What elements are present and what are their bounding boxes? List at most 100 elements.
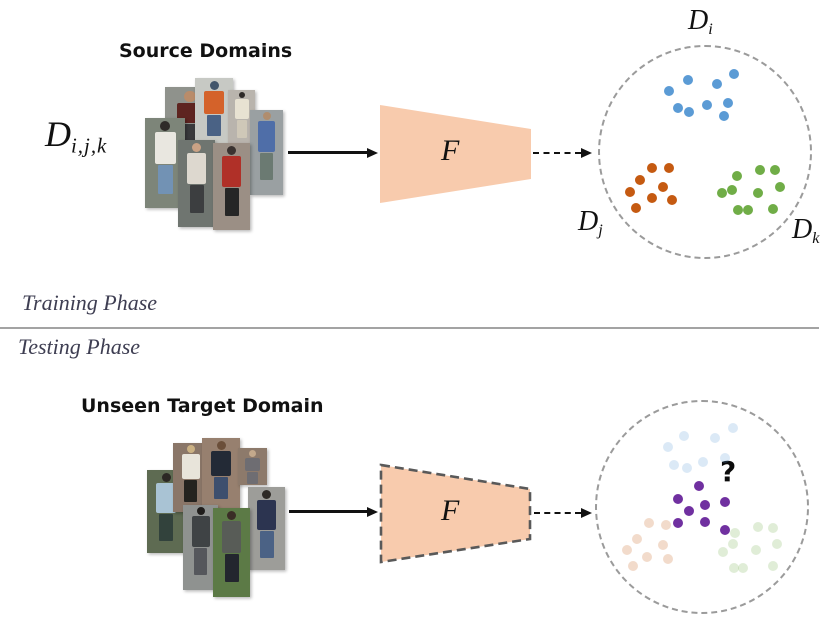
- target-faded-cluster-domain-i-dot: [682, 463, 692, 473]
- training-phase-label: Training Phase: [22, 290, 158, 315]
- person-head-shape: [192, 142, 201, 152]
- person-legs-shape: [157, 164, 173, 194]
- arrow-shaft: [288, 151, 367, 154]
- pedestrian-photo-cyclist-tank-top: [178, 140, 215, 227]
- pedestrian-photo-gray-puffer: [238, 448, 267, 485]
- target-faded-cluster-domain-i-dot: [720, 453, 730, 463]
- arrow-head-icon: [581, 147, 592, 158]
- source-cluster-domain-j-dot: [647, 193, 657, 203]
- source-cluster-domain-i-dot: [719, 111, 729, 121]
- encoder-label-training: F: [441, 134, 460, 167]
- encoder-trapezoid-solid: [380, 105, 531, 203]
- arrow-head-icon: [367, 147, 378, 158]
- target-faded-cluster-domain-j-dot: [628, 561, 638, 571]
- pedestrian-photo-cyclist-white-tee: [145, 118, 185, 208]
- target-faded-cluster-domain-i-dot: [669, 460, 679, 470]
- target-faded-cluster-domain-k-dot: [738, 563, 748, 573]
- target-faded-cluster-domain-i-dot: [698, 457, 708, 467]
- source-cluster-domain-i-dot: [723, 98, 733, 108]
- person-legs-shape: [260, 153, 273, 181]
- target-faded-cluster-domain-k-dot: [768, 523, 778, 533]
- source-dataset-label: Di,j,k: [45, 116, 107, 156]
- person-head-shape: [186, 445, 195, 454]
- target-embedding-arrow: [534, 507, 592, 518]
- source-cluster-domain-j-dot: [625, 187, 635, 197]
- person-torso-shape: [156, 482, 176, 513]
- unknown-domain-question-mark: ?: [720, 455, 737, 488]
- person-head-shape: [209, 80, 219, 90]
- person-legs-shape: [236, 119, 247, 138]
- target-faded-cluster-domain-i-dot: [679, 431, 689, 441]
- target-unknown-cluster-dot: [694, 481, 704, 491]
- target-faded-cluster-domain-k-dot: [729, 563, 739, 573]
- source-cluster-domain-i-dot: [664, 86, 674, 96]
- target-faded-cluster-domain-k-dot: [728, 539, 738, 549]
- source-domains-title: Source Domains: [119, 40, 293, 62]
- arrow-shaft-dashed: [534, 511, 581, 514]
- arrow-shaft-dashed: [533, 151, 581, 154]
- source-cluster-domain-j-dot: [667, 195, 677, 205]
- source-cluster-domain-i-dot: [683, 75, 693, 85]
- domain-i-label: Di: [688, 5, 714, 38]
- training-embedding-space-circle: [598, 45, 812, 259]
- domain-j-label: Dj: [578, 206, 604, 239]
- target-unknown-cluster-dot: [720, 497, 730, 507]
- source-cluster-domain-j-dot: [647, 163, 657, 173]
- target-input-arrow: [289, 506, 378, 517]
- target-faded-cluster-domain-k-dot: [718, 547, 728, 557]
- unseen-target-domain-title: Unseen Target Domain: [81, 395, 324, 417]
- person-legs-shape: [224, 553, 239, 582]
- person-legs-shape: [194, 548, 207, 576]
- person-legs-shape: [214, 476, 228, 499]
- target-faded-cluster-domain-j-dot: [642, 552, 652, 562]
- person-legs-shape: [159, 513, 173, 541]
- target-faded-cluster-domain-j-dot: [644, 518, 654, 528]
- arrow-shaft: [289, 510, 367, 513]
- encoder-label-testing: F: [441, 494, 460, 527]
- person-legs-shape: [224, 187, 239, 216]
- person-head-shape: [227, 145, 236, 155]
- source-cluster-domain-j-dot: [631, 203, 641, 213]
- person-head-shape: [161, 472, 171, 482]
- pedestrian-photo-two-boys: [248, 487, 285, 570]
- source-cluster-domain-k-dot: [732, 171, 742, 181]
- encoder-trapezoid-dashed: [379, 463, 532, 564]
- person-head-shape: [227, 510, 236, 520]
- person-torso-shape: [222, 155, 241, 187]
- testing-phase-label: Testing Phase: [18, 334, 141, 359]
- target-unknown-cluster-dot: [673, 518, 683, 528]
- source-cluster-domain-k-dot: [743, 205, 753, 215]
- person-legs-shape: [189, 184, 204, 213]
- target-faded-cluster-domain-j-dot: [663, 554, 673, 564]
- person-torso-shape: [234, 98, 249, 119]
- pedestrian-photo-blue-shirt-man: [250, 110, 283, 195]
- pedestrian-photo-orange-backpack: [195, 78, 233, 143]
- target-unknown-cluster-dot: [673, 494, 683, 504]
- target-faded-cluster-domain-k-dot: [751, 545, 761, 555]
- person-head-shape: [184, 90, 196, 103]
- pedestrian-photo-black-backpack: [183, 505, 218, 590]
- pedestrian-photo-red-shirt-kid: [213, 143, 250, 230]
- person-torso-shape: [204, 90, 224, 114]
- source-cluster-domain-k-dot: [775, 182, 785, 192]
- target-faded-cluster-domain-k-dot: [768, 561, 778, 571]
- target-faded-cluster-domain-j-dot: [622, 545, 632, 555]
- person-legs-shape: [207, 114, 221, 136]
- source-cluster-domain-j-dot: [664, 163, 674, 173]
- person-head-shape: [262, 489, 271, 499]
- pedestrian-photo-brunette-dark-top: [202, 438, 240, 508]
- target-faded-cluster-domain-i-dot: [728, 423, 738, 433]
- person-head-shape: [238, 91, 245, 98]
- person-head-shape: [160, 120, 170, 131]
- source-cluster-domain-k-dot: [768, 204, 778, 214]
- pedestrian-photo-gray-backpack-grass: [213, 508, 250, 597]
- person-legs-shape: [184, 480, 197, 503]
- source-cluster-domain-j-dot: [635, 175, 645, 185]
- target-unknown-cluster-dot: [700, 517, 710, 527]
- target-faded-cluster-domain-k-dot: [772, 539, 782, 549]
- source-dataset-label-base: D: [45, 114, 71, 154]
- target-faded-cluster-domain-k-dot: [730, 528, 740, 538]
- source-cluster-domain-j-dot: [658, 182, 668, 192]
- target-faded-cluster-domain-j-dot: [661, 520, 671, 530]
- source-cluster-domain-i-dot: [712, 79, 722, 89]
